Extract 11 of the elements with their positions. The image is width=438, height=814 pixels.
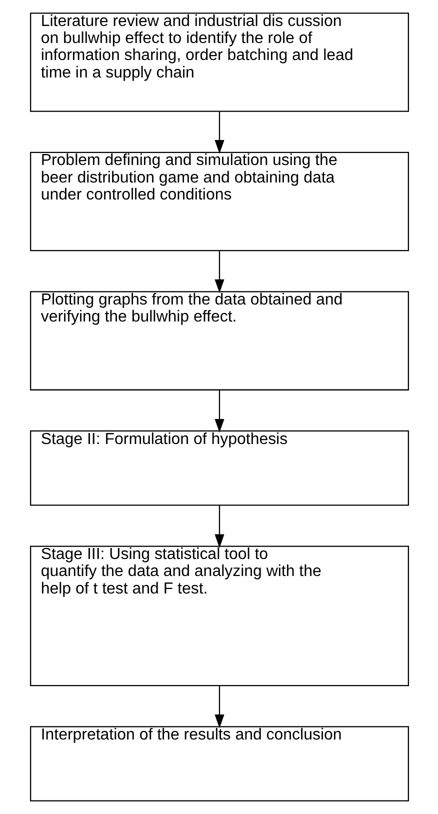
node-box: Stage III: Using statistical tool to quantify the data and analyzing with the help of t test and F test. (30, 546, 408, 686)
arrow (214, 505, 224, 548)
node-box: Plotting graphs from the data obtained and verifying the bullwhip effect. (30, 291, 408, 390)
arrow (214, 250, 224, 294)
node-box: Problem defining and simulation using the beer distribution game and obtaining data under controlled conditions (30, 152, 408, 252)
node-box: Literature review and industrial dis cussion on bullwhip effect to identify the role of information sharing, order batching and lead time in a supply chain (30, 12, 408, 112)
arrow (214, 112, 224, 154)
node-box: Stage II: Formulation of hypothesis (30, 430, 408, 506)
arrow (214, 686, 224, 728)
arrow (214, 390, 224, 433)
node-box: Interpretation of the results and conclusion (30, 726, 408, 802)
